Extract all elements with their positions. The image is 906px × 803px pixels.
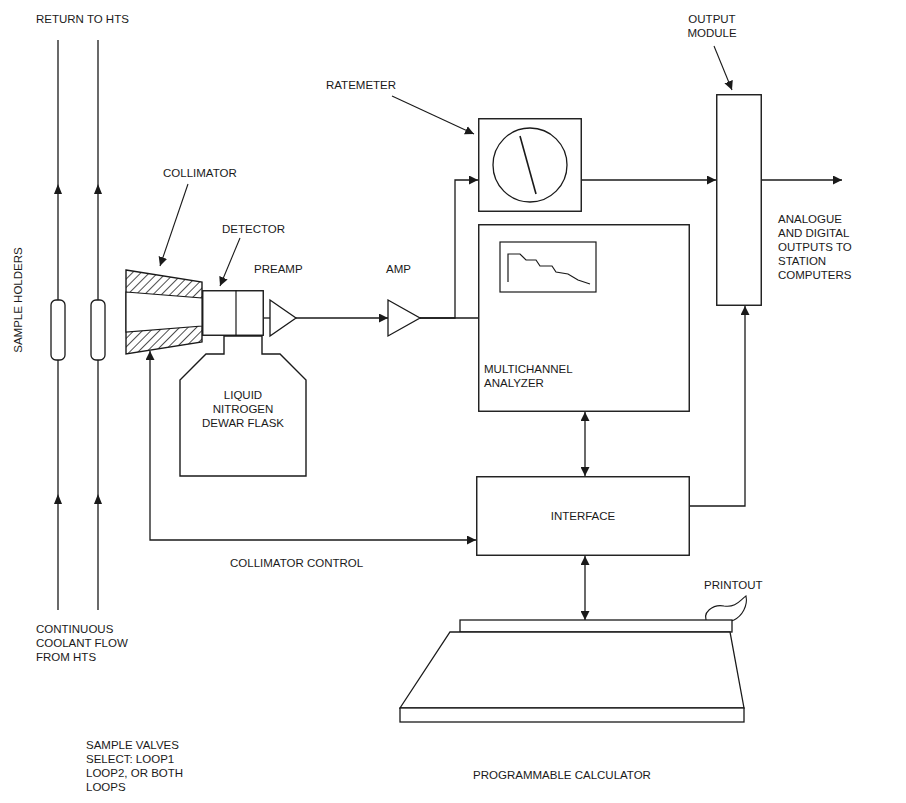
signal-connector <box>690 306 745 506</box>
signal-connector <box>264 317 270 318</box>
analyzer-box: MULTICHANNEL ANALYZER <box>478 224 690 412</box>
calculator-body <box>400 632 744 708</box>
flow-label: CONTINUOUS COOLANT FLOW FROM HTS <box>36 622 148 664</box>
spectrum-trace <box>508 254 590 284</box>
node-outline <box>478 118 582 212</box>
interface-box: INTERFACE <box>476 476 690 556</box>
collimator: COLLIMATOR <box>126 270 202 354</box>
leader-line <box>220 238 240 286</box>
ratemeter-box: RATEMETER <box>478 118 582 212</box>
node-text: MULTICHANNEL ANALYZER <box>484 362 614 390</box>
node-text: LIQUID NITROGEN DEWAR FLASK <box>193 388 293 430</box>
signal-connector <box>582 179 716 180</box>
node-text: PREAMP <box>254 262 324 276</box>
meter-needle <box>520 136 536 194</box>
detector-divider <box>235 290 236 336</box>
pipe-label: RETURN TO HTS <box>36 12 166 26</box>
node-text: RATEMETER <box>326 78 416 92</box>
signal-connector <box>584 412 585 476</box>
sample-loops <box>51 40 105 610</box>
flow-arrow <box>54 184 62 194</box>
output-note: ANALOGUE AND DIGITAL OUTPUTS TO STATION … <box>778 212 862 282</box>
sample-holder <box>91 300 105 360</box>
connector-label: COLLIMATOR CONTROL <box>230 556 430 570</box>
amplifier-symbol <box>388 300 420 336</box>
holder-label: SAMPLE HOLDERS <box>11 230 25 370</box>
valve-note: SAMPLE VALVES SELECT: LOOP1 LOOP2, OR BO… <box>86 738 190 794</box>
node-text: INTERFACE <box>551 509 616 523</box>
collimator-bore <box>126 292 202 332</box>
preamp-triangle: PREAMP <box>270 300 296 336</box>
detector: DETECTOR <box>202 290 264 336</box>
box-outline <box>203 291 264 336</box>
amp-triangle: AMP <box>388 300 420 336</box>
leader-line <box>392 96 474 134</box>
leader-line <box>160 184 188 266</box>
connectors <box>150 180 745 620</box>
node-text: COLLIMATOR <box>163 166 253 180</box>
node-outline <box>400 620 744 724</box>
output-module-box: OUTPUT MODULE <box>716 94 762 306</box>
flow-arrow <box>54 494 62 504</box>
node-text: PROGRAMMABLE CALCULATOR <box>432 768 692 782</box>
node-outline <box>388 300 420 336</box>
flow-arrow <box>94 184 102 194</box>
dewar-outline <box>180 336 306 476</box>
collimator-body <box>126 270 202 354</box>
node-text: AMP <box>386 262 426 276</box>
node-outline <box>270 300 296 336</box>
signal-connector <box>296 317 388 318</box>
leader-line <box>714 46 732 90</box>
box-outline <box>717 95 762 306</box>
dewar-flask: LIQUID NITROGEN DEWAR FLASK <box>180 336 306 476</box>
calculator-base <box>400 708 744 722</box>
output-arrow <box>762 179 842 180</box>
printout-label: PRINTOUT <box>704 578 774 592</box>
analyzer-screen <box>500 242 596 292</box>
node-text: OUTPUT MODULE <box>672 12 752 40</box>
node-outline <box>126 270 202 354</box>
box-outline <box>479 119 582 212</box>
calculator-top <box>460 620 732 632</box>
signal-connector <box>420 317 478 318</box>
node-outline <box>716 94 762 306</box>
amplifier-symbol <box>270 300 296 336</box>
meter-dial <box>493 128 567 202</box>
box-outline <box>479 225 690 412</box>
signal-connector <box>584 556 585 620</box>
flow-arrows <box>54 184 102 504</box>
signal-connector <box>420 180 478 318</box>
calculator-shape: PROGRAMMABLE CALCULATOR <box>400 620 744 724</box>
node-outline <box>202 290 264 336</box>
flow-arrow <box>94 494 102 504</box>
node-text: DETECTOR <box>222 222 302 236</box>
sample-holder <box>51 300 65 360</box>
box-outline <box>477 477 690 556</box>
